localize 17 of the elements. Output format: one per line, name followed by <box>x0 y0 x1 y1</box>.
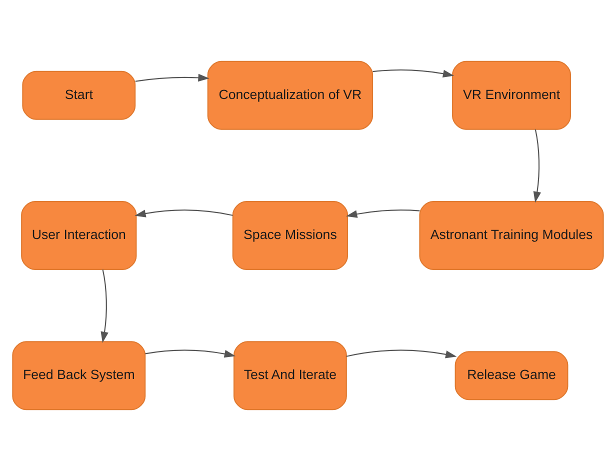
arrow <box>100 269 108 342</box>
arrow <box>135 73 210 82</box>
node-box: User Interaction <box>21 200 137 270</box>
arrow <box>145 349 236 358</box>
node-box: Conceptualization of VR <box>207 60 374 130</box>
arrow <box>372 68 454 77</box>
node-box: Space Missions <box>232 200 348 270</box>
node-box: Release Game <box>454 350 568 400</box>
arrow <box>346 209 420 218</box>
node-box: Start <box>22 70 136 120</box>
node-box: VR Environment <box>452 60 572 130</box>
node-box: Test And Iterate <box>233 340 347 410</box>
arrow <box>533 128 541 202</box>
node-box: Feed Back System <box>12 340 146 410</box>
arrow <box>134 209 233 217</box>
node-box: Astronant Training Modules <box>419 200 604 270</box>
arrow <box>346 349 457 358</box>
